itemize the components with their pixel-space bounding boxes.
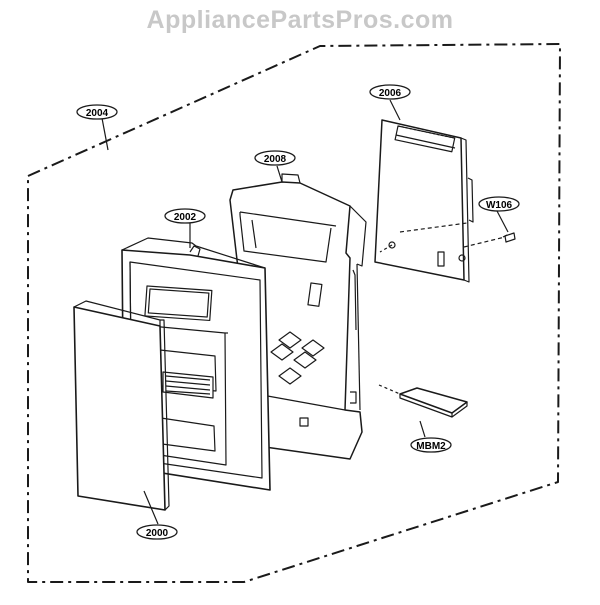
callout-2002: 2002 [164,208,206,224]
callout-label-2000: 2000 [146,528,169,539]
callout-label-2002: 2002 [174,212,197,223]
leader-2004 [101,117,109,151]
callout-2000: 2000 [136,524,178,540]
part-mbm2 [378,384,468,418]
callout-mbm2: MBM2 [410,437,452,453]
callout-2006: 2006 [369,84,411,100]
leader-2008 [276,165,283,183]
callout-label-mbm2: MBM2 [416,441,446,452]
leader-2006 [389,99,401,121]
callout-label-2006: 2006 [379,88,402,99]
callout-2008: 2008 [254,150,296,166]
watermark: AppliancePartsPros.com [146,6,454,34]
leader-2000 [143,490,159,525]
assembly-boundary [27,43,561,583]
callout-w106: W106 [478,196,520,212]
pcb-board [374,119,506,283]
ribbon-cable [162,371,214,399]
leader-mbm2 [419,420,426,438]
callout-label-2004: 2004 [86,108,109,119]
membrane-overlay [73,300,170,511]
leader-w106 [496,210,509,233]
callout-label-w106: W106 [486,200,513,211]
callout-label-2008: 2008 [264,154,287,165]
screw-w106 [502,232,516,243]
callout-2004: 2004 [76,104,118,120]
